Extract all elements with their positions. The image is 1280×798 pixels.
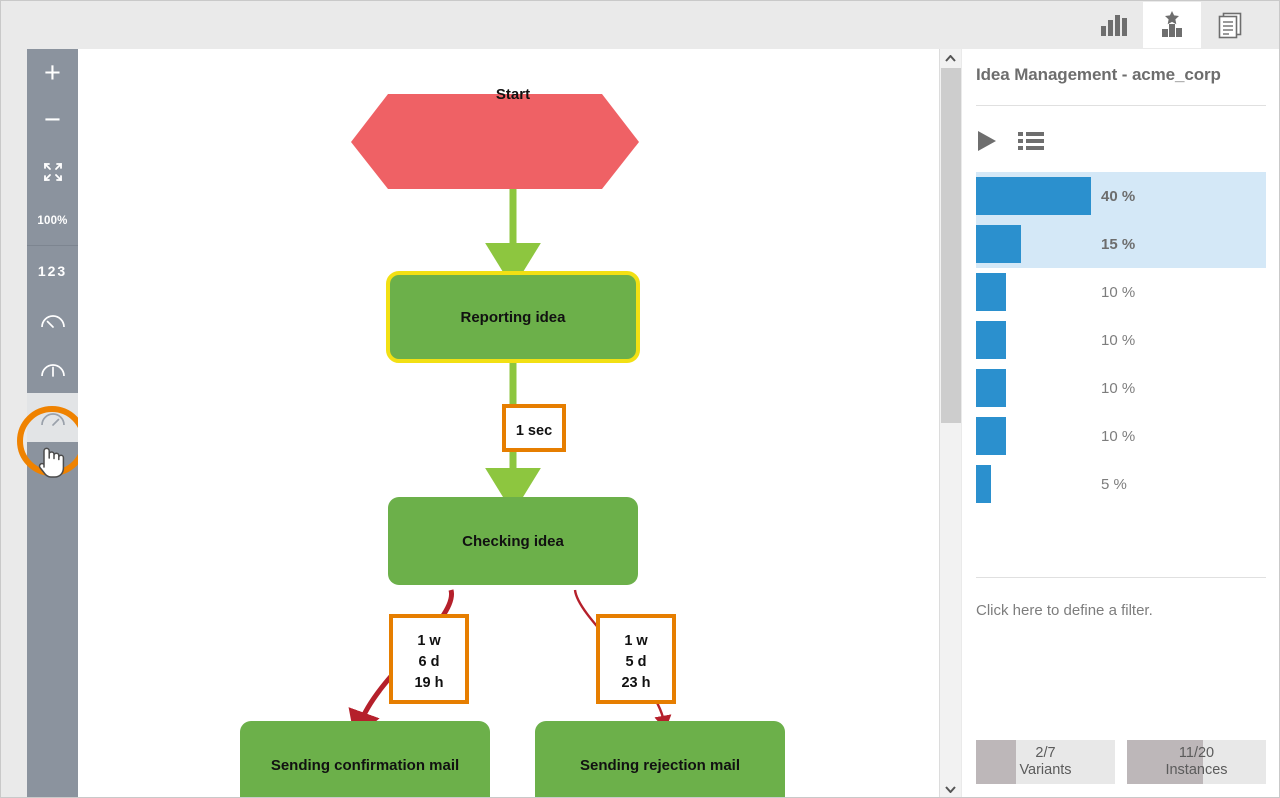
gauge-right-icon — [40, 412, 65, 426]
zoom-out-button[interactable]: − — [27, 98, 78, 147]
node-reporting-idea-label: Reporting idea — [460, 309, 566, 326]
variant-percent: 10 % — [1101, 283, 1136, 301]
panel-title: Idea Management - acme_corp — [976, 65, 1221, 84]
node-sending-confirmation-mail[interactable]: Sending confirmation mail — [240, 721, 490, 798]
zoom-level-label: 100% — [37, 214, 68, 227]
list-icon — [1018, 132, 1044, 150]
panel-action-bar — [976, 121, 1044, 161]
chevron-up-icon — [945, 54, 956, 62]
fit-screen-icon — [43, 162, 62, 181]
variant-bar — [976, 369, 1006, 407]
variant-percent: 10 % — [1101, 427, 1136, 445]
chart-star-icon — [1162, 11, 1182, 37]
gauge-mid-button[interactable] — [27, 344, 78, 393]
chart-icon — [1101, 15, 1127, 36]
variant-row[interactable]: 40 % — [976, 172, 1266, 220]
node-sending-rejection-mail[interactable]: Sending rejection mail — [535, 721, 785, 798]
edge-label-rejection[interactable]: 1 w 5 d 23 h — [596, 614, 676, 704]
edge-label-confirmation[interactable]: 1 w 6 d 19 h — [389, 614, 469, 704]
documents-icon — [1218, 12, 1242, 39]
gauge-low-button[interactable] — [27, 295, 78, 344]
chart-star-icon-button[interactable] — [1143, 2, 1201, 48]
variant-bar — [976, 177, 1091, 215]
node-reporting-idea[interactable]: Reporting idea — [386, 271, 640, 363]
instances-stat-button[interactable]: 11/20 Instances — [1127, 740, 1266, 784]
variant-row[interactable]: 10 % — [976, 412, 1266, 460]
stats-bar: 2/7 Variants 11/20 Instances — [976, 740, 1266, 784]
zoom-out-glyph: − — [44, 104, 61, 136]
node-sending-rejection-mail-label: Sending rejection mail — [580, 757, 740, 774]
variant-bar — [976, 417, 1006, 455]
variants-stat-value: 2/7 — [1035, 745, 1056, 762]
panel-divider-bottom — [976, 577, 1266, 578]
variant-list-button[interactable] — [1018, 130, 1044, 152]
instances-stat-value: 11/20 — [1178, 745, 1215, 762]
variant-percent: 40 % — [1101, 187, 1136, 205]
toolbar-divider — [27, 245, 78, 246]
gauge-left-icon — [40, 314, 65, 328]
variant-percent: 10 % — [1101, 331, 1136, 349]
play-button[interactable] — [976, 129, 998, 153]
variant-bar — [976, 465, 991, 503]
variants-stat-button[interactable]: 2/7 Variants — [976, 740, 1115, 784]
node-sending-confirmation-mail-label: Sending confirmation mail — [271, 757, 459, 774]
variant-row[interactable]: 5 % — [976, 460, 1266, 508]
zoom-in-button[interactable]: + — [27, 49, 78, 98]
variant-percent: 5 % — [1101, 475, 1127, 493]
variants-stat-fill — [976, 740, 1017, 784]
frequency-label: 123 — [37, 262, 68, 279]
top-toolbar — [1, 1, 1279, 48]
edge-label-confirmation-line-2: 19 h — [414, 675, 443, 691]
gauge-high-button[interactable] — [27, 393, 78, 442]
edge-label-rejection-line-2: 23 h — [621, 675, 650, 691]
chevron-down-icon — [945, 785, 956, 793]
node-checking-idea-label: Checking idea — [462, 533, 564, 550]
fit-screen-button[interactable] — [27, 147, 78, 196]
instances-stat-fill — [1127, 740, 1204, 784]
node-start[interactable]: Start — [351, 86, 639, 189]
node-checking-idea[interactable]: Checking idea — [388, 497, 638, 585]
variants-stat-text: 2/7 Variants — [976, 740, 1115, 784]
scrollbar-thumb[interactable] — [941, 68, 961, 423]
instances-stat-text: 11/20 Instances — [1127, 740, 1266, 784]
variant-percent: 15 % — [1101, 235, 1136, 253]
variant-bar — [976, 321, 1006, 359]
side-panel: Idea Management - acme_corp — [962, 49, 1279, 797]
gauge-up-icon — [40, 363, 65, 377]
zoom-in-glyph: + — [44, 57, 61, 89]
variant-row[interactable]: 15 % — [976, 220, 1266, 268]
edge-label-1sec-line-0: 1 sec — [516, 423, 552, 439]
variant-row[interactable]: 10 % — [976, 268, 1266, 316]
instances-stat-label: Instances — [1165, 762, 1228, 778]
documents-icon-button[interactable] — [1201, 2, 1259, 48]
play-icon — [978, 131, 996, 151]
frequency-button[interactable]: 123 — [27, 246, 78, 295]
variant-row[interactable]: 10 % — [976, 364, 1266, 412]
canvas-tool-rail: + − 100% 123 — [27, 49, 78, 797]
chart-icon-button[interactable] — [1085, 2, 1143, 48]
variants-stat-label: Variants — [1019, 762, 1072, 778]
scroll-down-button[interactable] — [940, 780, 961, 797]
scroll-up-button[interactable] — [940, 49, 961, 67]
panel-divider-top — [976, 105, 1266, 106]
variant-bar — [976, 273, 1006, 311]
zoom-level-button[interactable]: 100% — [27, 196, 78, 245]
variant-row[interactable]: 10 % — [976, 316, 1266, 364]
edge-label-1sec[interactable]: 1 sec — [502, 404, 566, 452]
node-start-label: Start — [496, 86, 530, 103]
edge-label-confirmation-line-0: 1 w — [417, 633, 441, 649]
variant-distribution-chart: 40 % 15 % 10 % 10 % 10 % 10 % — [976, 172, 1266, 508]
edge-label-confirmation-line-1: 6 d — [419, 654, 440, 670]
filter-hint[interactable]: Click here to define a filter. — [976, 602, 1153, 619]
variant-percent: 10 % — [1101, 379, 1136, 397]
edge-label-rejection-line-0: 1 w — [624, 633, 648, 649]
edge-label-rejection-line-1: 5 d — [626, 654, 647, 670]
variant-bar — [976, 225, 1021, 263]
canvas-vertical-scrollbar[interactable] — [939, 49, 961, 797]
process-map-canvas[interactable]: Start Reporting idea Checking idea Sendi… — [78, 49, 939, 798]
